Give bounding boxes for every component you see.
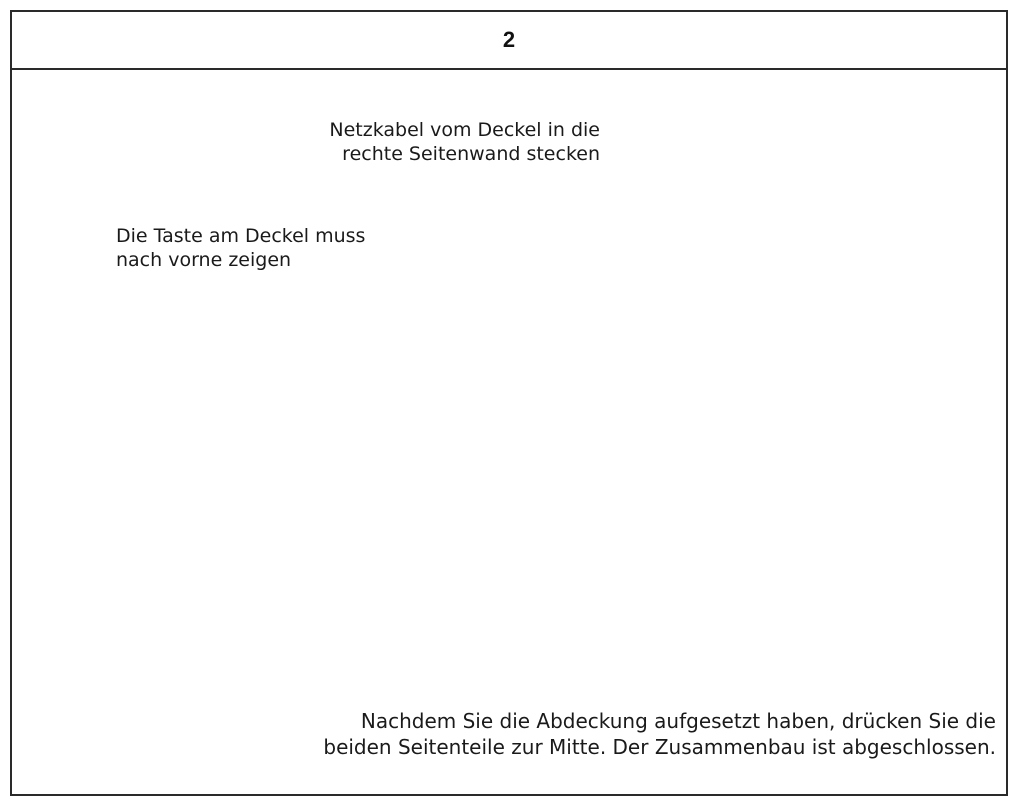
caption-final-step: Nachdem Sie die Abdeckung aufgesetzt hab…: [323, 708, 996, 760]
caption-power-cable: Netzkabel vom Deckel in die rechte Seite…: [329, 118, 600, 166]
caption-line: rechte Seitenwand stecken: [342, 143, 600, 165]
caption-line: Nachdem Sie die Abdeckung aufgesetzt hab…: [360, 709, 996, 733]
caption-line: Netzkabel vom Deckel in die: [329, 119, 600, 141]
caption-line: nach vorne zeigen: [116, 249, 292, 271]
step-number: 2: [12, 12, 1006, 70]
caption-lid-button: Die Taste am Deckel muss nach vorne zeig…: [116, 224, 365, 272]
instruction-frame: 2: [10, 10, 1008, 796]
caption-line: beiden Seitenteile zur Mitte. Der Zusamm…: [323, 735, 996, 759]
caption-line: Die Taste am Deckel muss: [116, 225, 366, 247]
